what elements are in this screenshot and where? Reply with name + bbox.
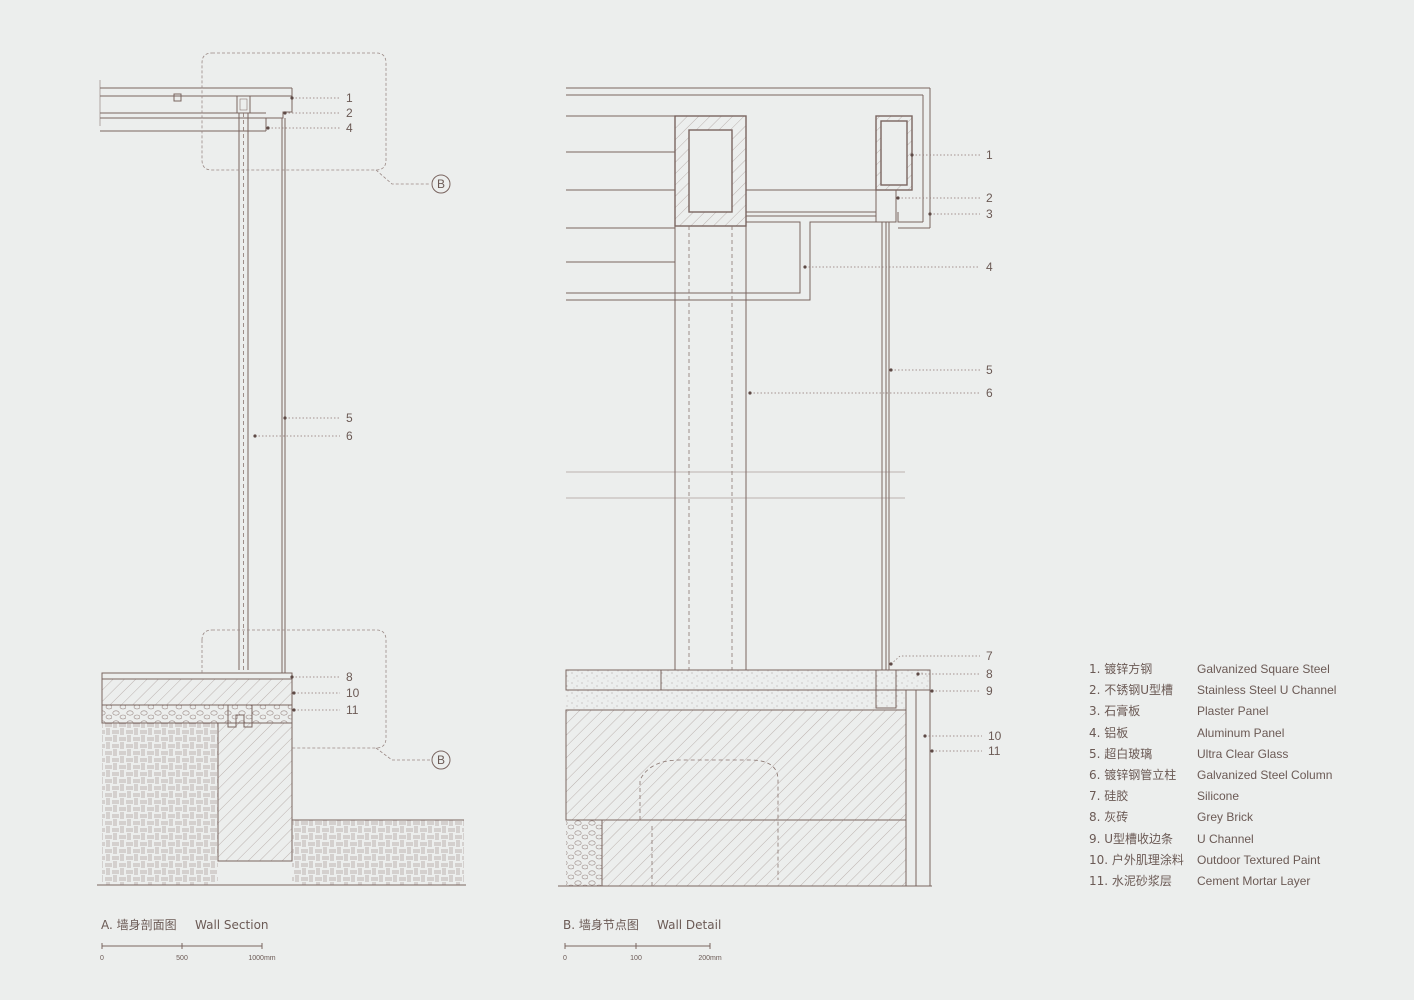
legend-zh: 1. 镀锌方钢 — [1089, 662, 1153, 676]
legend-zh: 5. 超白玻璃 — [1089, 746, 1153, 761]
legend-zh: 4. 铝板 — [1089, 725, 1129, 740]
callout-a-1: 1 — [346, 91, 353, 105]
legend-row: 8. 灰砖 Grey Brick — [1089, 807, 1336, 828]
legend-row: 7. 硅胶 Silicone — [1089, 786, 1336, 807]
callout-a-6: 6 — [346, 429, 353, 443]
legend-row: 4. 铝板 Aluminum Panel — [1089, 723, 1336, 744]
section-a-title-zh: A. 墙身剖面图 — [101, 917, 177, 932]
callout-b-9: 9 — [986, 684, 993, 698]
legend-row: 1. 镀锌方钢 Galvanized Square Steel — [1089, 659, 1336, 680]
legend-row: 3. 石膏板 Plaster Panel — [1089, 701, 1336, 722]
legend-zh: 3. 石膏板 — [1089, 704, 1141, 719]
callout-b-10: 10 — [988, 729, 1002, 743]
callout-b-5: 5 — [986, 363, 993, 377]
legend-row: 6. 镀锌钢管立柱 Galvanized Steel Column — [1089, 765, 1336, 786]
section-a-leaders — [253, 96, 340, 712]
scale-a-mid: 500 — [176, 955, 188, 962]
legend-row: 11. 水泥砂浆层 Cement Mortar Layer — [1089, 871, 1336, 892]
callout-b-2: 2 — [986, 191, 993, 205]
scale-bar-a — [101, 943, 263, 949]
detail-marker-bottom: B — [437, 753, 445, 767]
wall-detail-drawing — [558, 87, 932, 887]
legend-en: U Channel — [1197, 831, 1254, 846]
legend-row: 10. 户外肌理涂料 Outdoor Textured Paint — [1089, 850, 1336, 871]
legend-zh: 9. U型槽收边条 — [1089, 831, 1174, 846]
callout-b-7: 7 — [986, 649, 993, 663]
section-b-leaders — [748, 153, 982, 753]
legend-en: Ultra Clear Glass — [1197, 746, 1289, 761]
legend-row: 9. U型槽收边条 U Channel — [1089, 829, 1336, 850]
callout-b-6: 6 — [986, 386, 993, 400]
callout-a-5: 5 — [346, 411, 353, 425]
scale-b-end: 200mm — [698, 955, 722, 962]
scale-b-mid: 100 — [630, 955, 642, 962]
section-b-title-zh: B. 墙身节点图 — [563, 917, 639, 932]
callout-a-2: 2 — [346, 106, 353, 120]
callout-a-8: 8 — [346, 670, 353, 684]
legend-en: Plaster Panel — [1197, 704, 1269, 719]
legend-zh: 11. 水泥砂浆层 — [1089, 874, 1172, 889]
legend-zh: 6. 镀锌钢管立柱 — [1089, 768, 1177, 783]
scale-a-end: 1000mm — [248, 955, 275, 962]
detail-marker-top: B — [437, 177, 445, 191]
legend-en: Galvanized Square Steel — [1197, 662, 1330, 676]
scale-a-0: 0 — [100, 955, 104, 962]
legend-en: Outdoor Textured Paint — [1197, 852, 1321, 867]
legend-row: 5. 超白玻璃 Ultra Clear Glass — [1089, 744, 1336, 765]
callout-b-1: 1 — [986, 148, 993, 162]
callout-a-4: 4 — [346, 121, 353, 135]
legend-zh: 8. 灰砖 — [1089, 810, 1129, 825]
callout-b-4: 4 — [986, 260, 993, 274]
legend-zh: 7. 硅胶 — [1089, 789, 1129, 804]
legend-en: Galvanized Steel Column — [1197, 768, 1333, 783]
material-legend: 1. 镀锌方钢 Galvanized Square Steel 2. 不锈钢U型槽… — [1089, 659, 1336, 892]
legend-en: Stainless Steel U Channel — [1197, 683, 1337, 698]
callout-b-11: 11 — [988, 744, 1001, 758]
section-a-title-en: Wall Section — [195, 918, 269, 932]
legend-en: Silicone — [1197, 789, 1240, 804]
legend-zh: 2. 不锈钢U型槽 — [1089, 683, 1174, 698]
legend-en: Aluminum Panel — [1197, 725, 1285, 740]
callout-a-11: 11 — [346, 703, 359, 717]
legend-zh: 10. 户外肌理涂料 — [1089, 852, 1184, 867]
legend-row: 2. 不锈钢U型槽 Stainless Steel U Channel — [1089, 680, 1336, 701]
callout-b-8: 8 — [986, 667, 993, 681]
scale-b-0: 0 — [563, 955, 567, 962]
scale-bar-b — [564, 943, 711, 949]
legend-en: Cement Mortar Layer — [1197, 874, 1311, 889]
callout-b-3: 3 — [986, 207, 993, 221]
section-b-title-en: Wall Detail — [657, 918, 721, 932]
callout-a-10: 10 — [346, 686, 360, 700]
legend-en: Grey Brick — [1197, 810, 1254, 825]
wall-section-drawing — [97, 52, 466, 886]
